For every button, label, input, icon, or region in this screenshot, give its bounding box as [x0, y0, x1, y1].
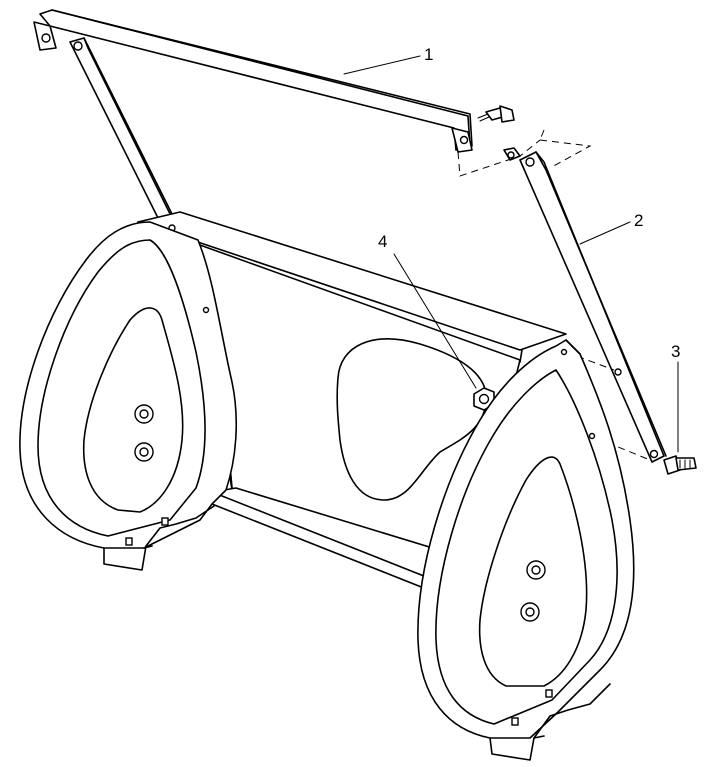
callout-2: 2: [634, 211, 643, 230]
left-side-plate: [19, 221, 238, 571]
callout-4: 4: [378, 232, 387, 251]
auger-housing: [137, 211, 567, 597]
callout-leaders: [343, 55, 679, 453]
bolt-part-3: [663, 455, 697, 475]
callout-1: 1: [424, 45, 433, 64]
bolt-guide-dashed: [595, 437, 651, 461]
side-brace-part-2: [503, 147, 667, 463]
callout-3: 3: [671, 342, 680, 361]
right-side-plate: [417, 339, 635, 761]
bolt-upper: [477, 105, 515, 123]
assembly-guide-dashed: [457, 129, 592, 177]
upper-brace-part-1: [33, 9, 473, 227]
